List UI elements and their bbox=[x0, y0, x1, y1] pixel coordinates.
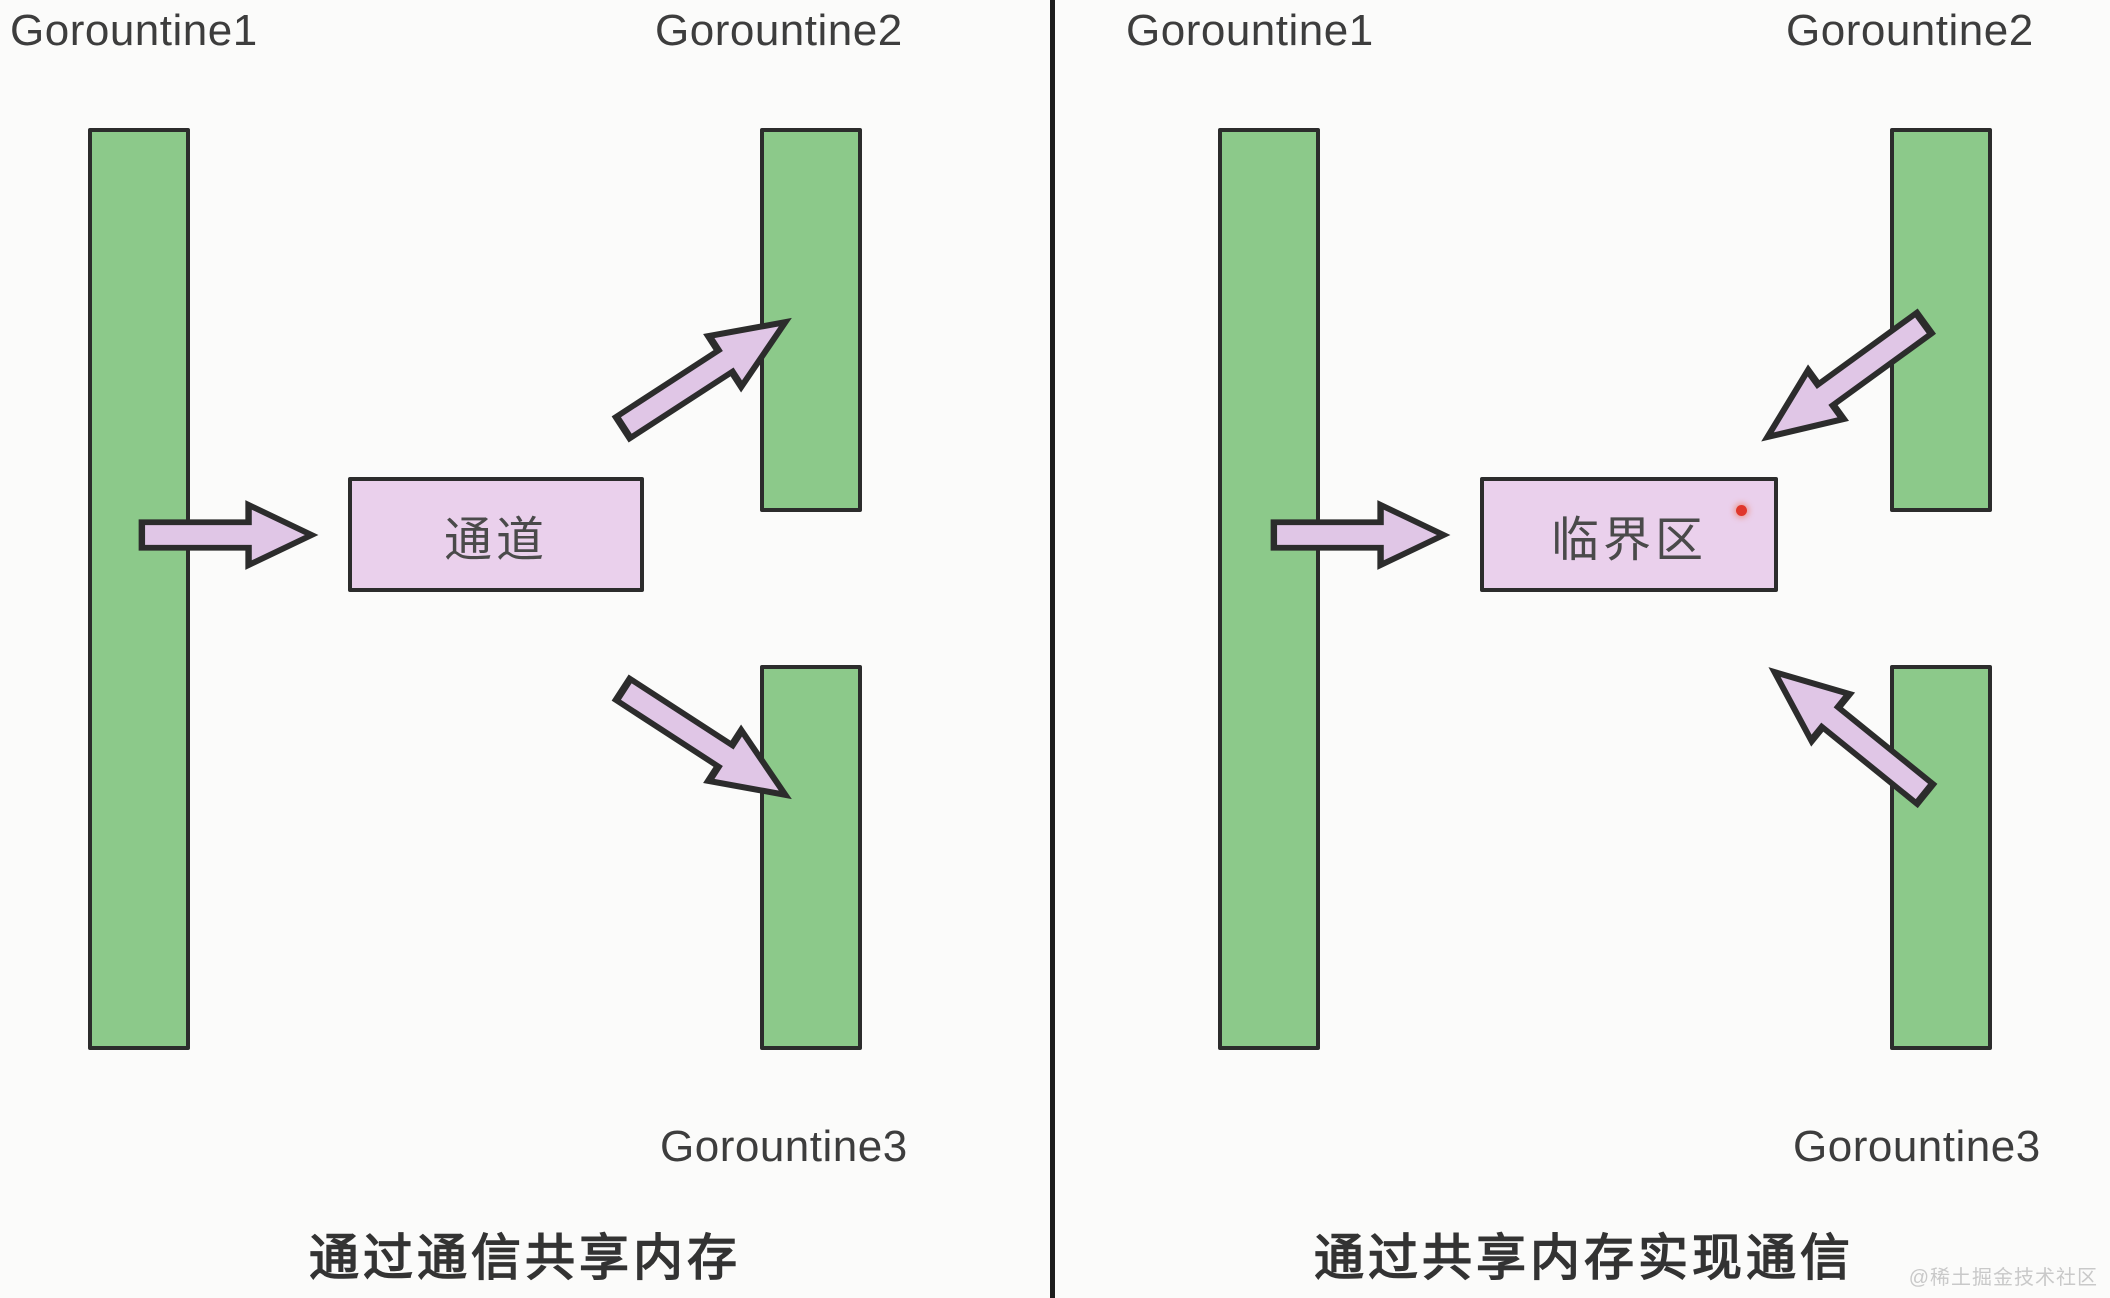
arrow-right-icon bbox=[1270, 500, 1451, 570]
goroutine1-label: Gorountine1 bbox=[1126, 6, 1374, 55]
goroutine1-bar bbox=[88, 128, 190, 1050]
watermark-text: @稀土掘金技术社区 bbox=[1908, 1267, 2098, 1289]
left-panel: Gorountine1 Gorountine2 通道 Gorountine3 通… bbox=[0, 0, 1050, 1298]
left-caption: 通过通信共享内存 bbox=[309, 1230, 741, 1286]
arrow-up-left-icon bbox=[1768, 667, 1938, 809]
arrow-down-right-icon bbox=[611, 674, 792, 800]
goroutine1-bar bbox=[1218, 128, 1320, 1050]
goroutine3-bar bbox=[1890, 665, 1992, 1050]
panel-divider bbox=[1050, 0, 1055, 1298]
critical-section-box-label: 临界区 bbox=[1550, 513, 1707, 567]
arrow-up-right-icon bbox=[611, 317, 792, 443]
goroutine3-bar bbox=[760, 665, 862, 1050]
critical-section-box: 临界区 bbox=[1480, 477, 1778, 592]
right-caption: 通过共享内存实现通信 bbox=[1314, 1230, 1854, 1286]
goroutine3-label: Gorountine3 bbox=[660, 1122, 908, 1171]
right-panel: Gorountine1 Gorountine2 临界区 Gorountine3 … bbox=[1058, 0, 2110, 1298]
red-pointer-dot bbox=[1736, 505, 1747, 516]
arrow-right-icon bbox=[138, 500, 319, 570]
goroutine2-label: Gorountine2 bbox=[655, 6, 903, 55]
goroutine1-label: Gorountine1 bbox=[10, 6, 258, 55]
channel-box: 通道 bbox=[348, 477, 644, 592]
goroutine2-label: Gorountine2 bbox=[1786, 6, 2034, 55]
goroutine3-label: Gorountine3 bbox=[1793, 1122, 2041, 1171]
goroutine2-bar bbox=[760, 128, 862, 512]
channel-box-label: 通道 bbox=[443, 513, 548, 567]
arrow-down-left-icon bbox=[1761, 308, 1937, 442]
